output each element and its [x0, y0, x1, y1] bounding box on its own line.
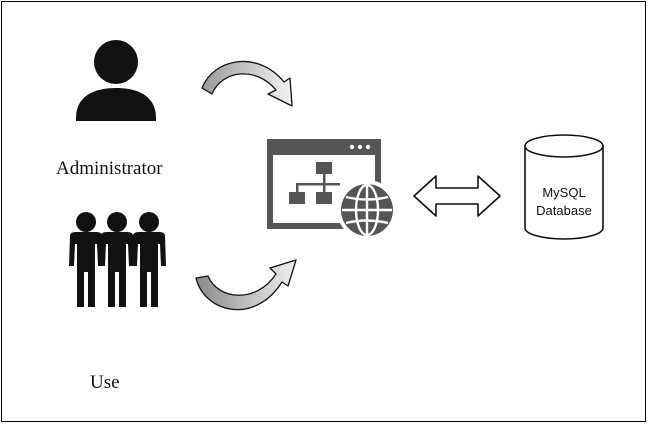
administrator-label: Administrator	[56, 158, 163, 179]
web-application-icon	[267, 139, 397, 240]
users-to-app-arrow	[195, 259, 297, 311]
administrator-person-icon	[76, 40, 156, 121]
users-group-icon	[69, 212, 166, 307]
admin-to-app-arrow	[201, 60, 293, 107]
app-database-bidirectional-arrow	[413, 175, 501, 217]
database-cylinder-icon: MySQL Database	[524, 134, 604, 240]
database-label-line1: MySQL	[542, 185, 585, 200]
users-label: Use	[90, 372, 120, 393]
database-label-line2: Database	[536, 203, 592, 218]
